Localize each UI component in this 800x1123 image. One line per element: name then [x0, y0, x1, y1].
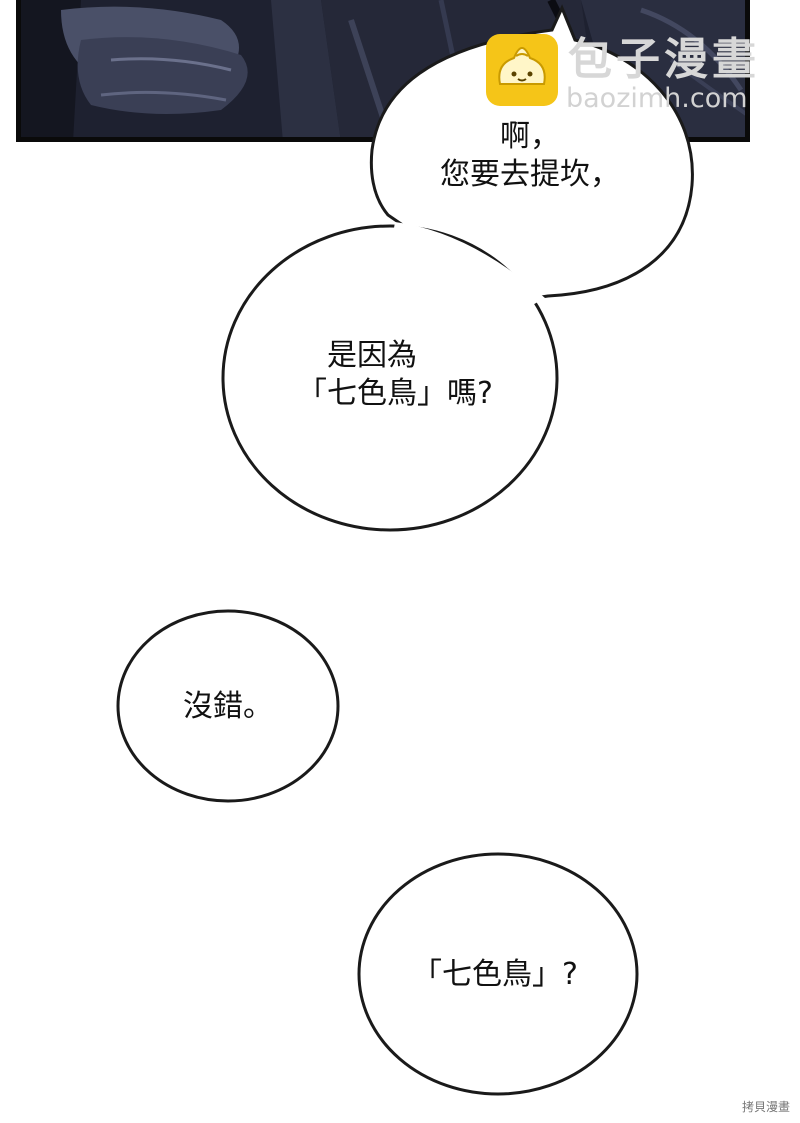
bubble-3-text: 沒錯。: [158, 688, 298, 726]
bubble-2-text: 是因為 「七色鳥」嗎?: [275, 337, 515, 413]
watermark: 包子漫畫 baozimh.com: [486, 34, 776, 116]
speech-bubble-4: [357, 852, 639, 1096]
bubble-4-line-1: 「七色鳥」?: [412, 957, 578, 992]
speech-bubble-2: [221, 222, 559, 532]
watermark-url: baozimh.com: [566, 83, 748, 114]
speech-bubble-3: [116, 609, 340, 803]
bubble-1-text: 啊， 您要去提坎，: [400, 118, 660, 194]
bubble-2-line-1: 是因為: [327, 338, 417, 373]
bubble-2-line-2: 「七色鳥」嗎?: [297, 376, 493, 411]
watermark-title: 包子漫畫: [568, 34, 760, 85]
bubble-1-line-2: 您要去提坎，: [440, 157, 620, 192]
corner-watermark: 拷貝漫畫: [741, 1100, 790, 1114]
bubble-3-line-1: 沒錯。: [183, 689, 273, 724]
bubble-4-text: 「七色鳥」?: [390, 956, 600, 994]
steamed-bun-icon: [486, 34, 558, 106]
bubble-1-line-1: 啊，: [500, 119, 560, 154]
